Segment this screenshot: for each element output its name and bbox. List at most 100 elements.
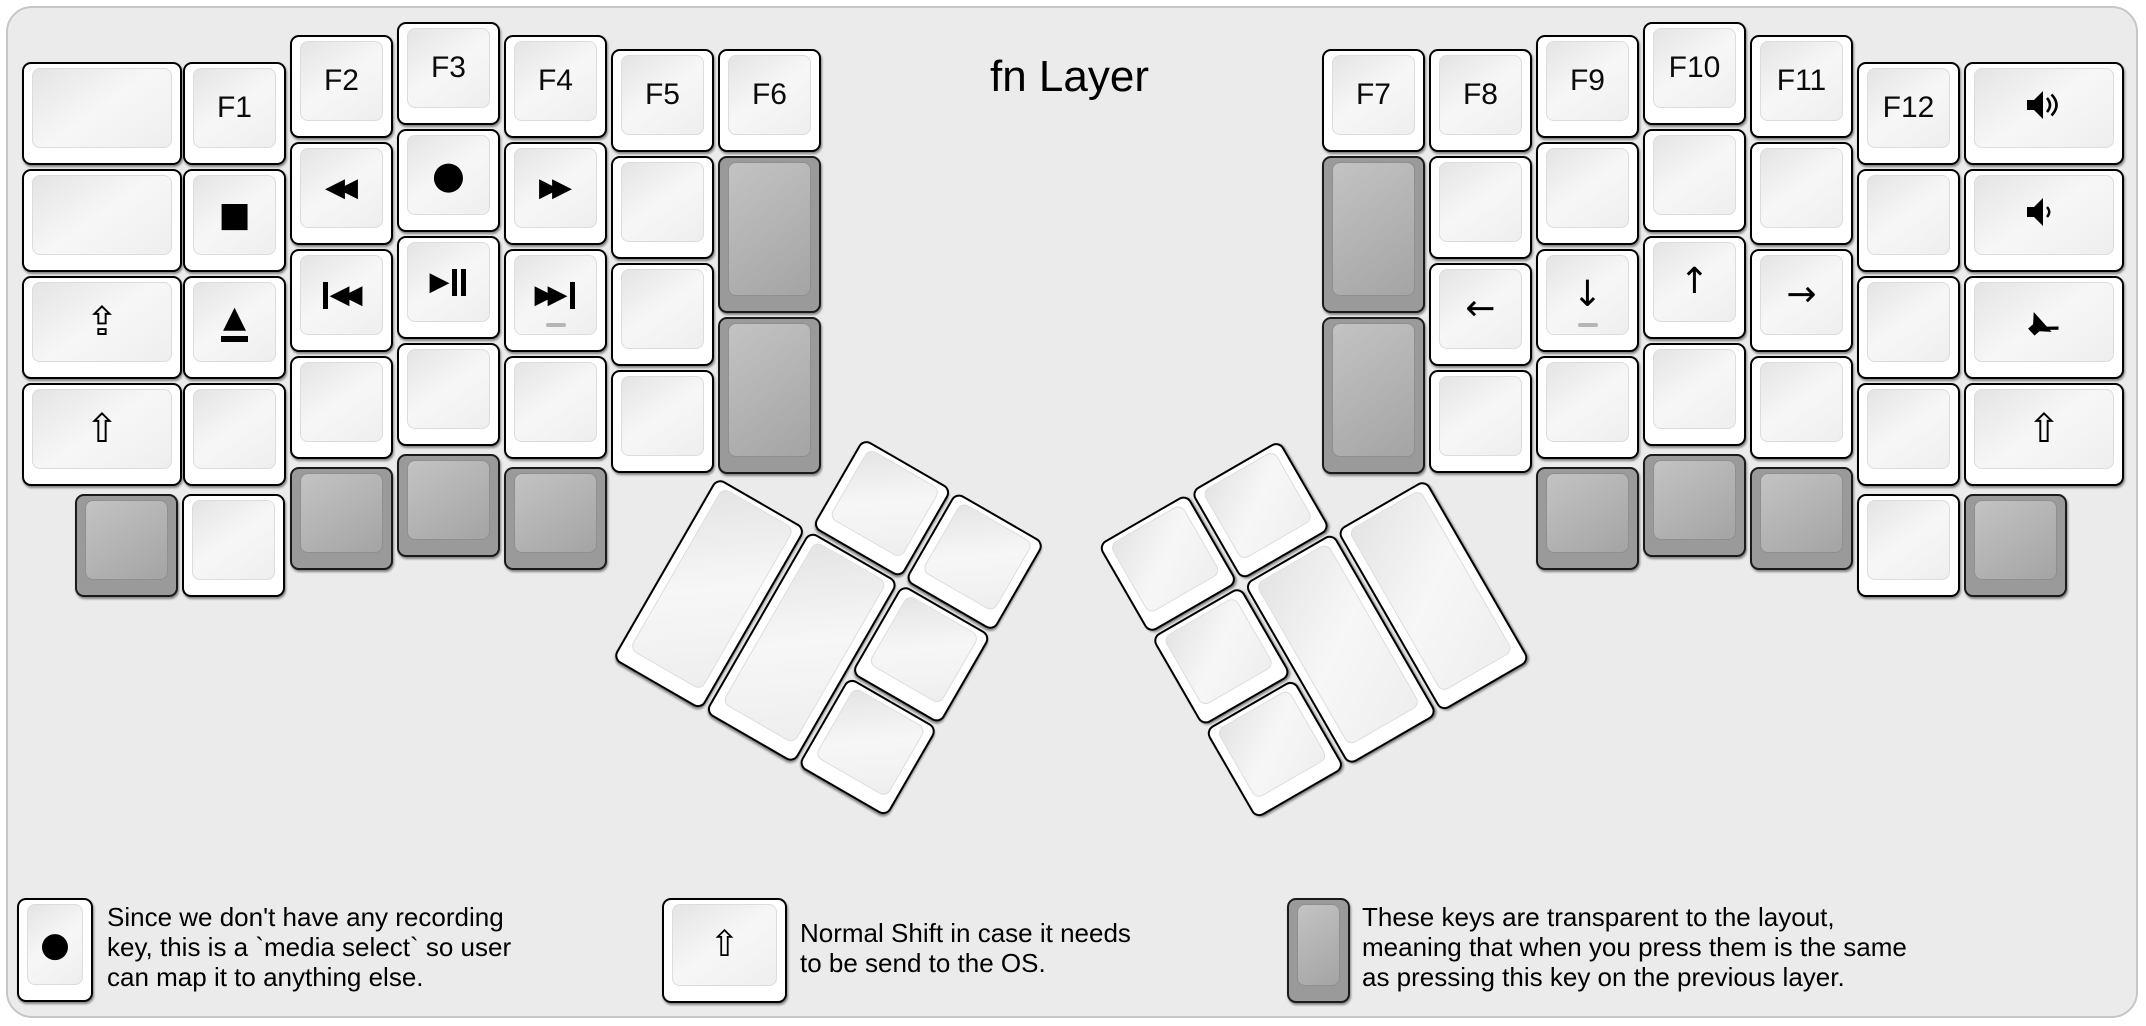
key-blank[interactable] xyxy=(1643,343,1746,446)
key-f4[interactable]: F4 xyxy=(504,35,607,138)
key-transparent[interactable] xyxy=(504,467,607,570)
keycap-top xyxy=(728,162,811,296)
keycap-top xyxy=(1760,362,1843,442)
key-blank[interactable] xyxy=(1857,169,1960,272)
key-blank[interactable] xyxy=(1536,142,1639,245)
key-next-track[interactable]: ▶▶ xyxy=(504,249,607,352)
key-prev-track[interactable]: ◀◀ xyxy=(290,249,393,352)
key-f10[interactable]: F10 xyxy=(1643,22,1746,125)
key-blank[interactable] xyxy=(1857,494,1960,597)
key-blank[interactable] xyxy=(611,156,714,259)
key-shift-right[interactable]: ⇧ xyxy=(1964,383,2124,486)
key-blank[interactable] xyxy=(1857,276,1960,379)
keycap-top xyxy=(1867,282,1950,362)
keycap-top xyxy=(193,389,276,469)
key-blank[interactable] xyxy=(1536,356,1639,459)
keycap-top: ■ xyxy=(193,175,276,255)
keycap-top: ◀◀ xyxy=(300,148,383,228)
key-blank[interactable] xyxy=(504,356,607,459)
key-transparent[interactable] xyxy=(1322,317,1425,474)
key-f1[interactable]: F1 xyxy=(183,62,286,165)
key-volume-down[interactable] xyxy=(1964,169,2124,272)
eject-icon: ▲ xyxy=(221,302,248,342)
keycap-top: F7 xyxy=(1332,55,1415,135)
key-blank[interactable] xyxy=(1750,356,1853,459)
key-blank[interactable] xyxy=(397,343,500,446)
keycap-top: ◀◀ xyxy=(300,255,383,335)
shift-icon: ⇧ xyxy=(709,924,740,965)
key-transparent[interactable] xyxy=(718,317,821,474)
arrow-left-icon: ← xyxy=(1465,288,1496,329)
next-icon: ▶▶ xyxy=(535,281,577,309)
key-capslock[interactable]: ⇪ xyxy=(22,276,182,379)
key-arrow-up[interactable]: ↑ xyxy=(1643,236,1746,339)
keycap-top xyxy=(1760,148,1843,228)
key-blank[interactable] xyxy=(1429,156,1532,259)
key-f2[interactable]: F2 xyxy=(290,35,393,138)
keycap-top: ▶▶ xyxy=(514,255,597,335)
keycap-top xyxy=(514,362,597,442)
key-transparent[interactable] xyxy=(75,494,178,597)
key-blank[interactable] xyxy=(290,356,393,459)
key-play-pause[interactable]: ▶ xyxy=(397,236,500,339)
key-rewind[interactable]: ◀◀ xyxy=(290,142,393,245)
key-stop[interactable]: ■ xyxy=(183,169,286,272)
key-blank[interactable] xyxy=(1750,142,1853,245)
key-blank[interactable] xyxy=(183,383,286,486)
key-blank[interactable] xyxy=(1429,370,1532,473)
record-icon: ● xyxy=(40,924,70,965)
arrow-down-icon: ↓ xyxy=(1572,274,1603,315)
keycap-top xyxy=(1653,135,1736,215)
key-fast-forward[interactable]: ▶▶ xyxy=(504,142,607,245)
layer-title: fn Layer xyxy=(990,52,1149,101)
keycap-top xyxy=(1867,389,1950,469)
legend-text-shift: Normal Shift in case it needs to be send… xyxy=(800,918,1131,978)
key-volume-up[interactable] xyxy=(1964,62,2124,165)
vol-up-icon xyxy=(2023,88,2065,129)
key-mute[interactable] xyxy=(1964,276,2124,379)
key-transparent[interactable] xyxy=(718,156,821,313)
key-blank[interactable] xyxy=(22,169,182,272)
key-media-select[interactable]: ● xyxy=(397,129,500,232)
key-blank[interactable] xyxy=(611,370,714,473)
key-transparent[interactable] xyxy=(1750,467,1853,570)
keycap-top: → xyxy=(1760,255,1843,335)
keycap-top: F11 xyxy=(1760,41,1843,121)
playpause-icon: ▶ xyxy=(430,268,468,296)
key-f9[interactable]: F9 xyxy=(1536,35,1639,138)
key-arrow-right[interactable]: → xyxy=(1750,249,1853,352)
key-arrow-left[interactable]: ← xyxy=(1429,263,1532,366)
key-f6[interactable]: F6 xyxy=(718,49,821,152)
key-f3[interactable]: F3 xyxy=(397,22,500,125)
keycap-top xyxy=(1974,282,2114,362)
keycap-top xyxy=(1867,500,1950,580)
key-transparent[interactable] xyxy=(290,467,393,570)
keycap-top xyxy=(32,175,172,255)
key-arrow-down[interactable]: ↓ xyxy=(1536,249,1639,352)
key-blank[interactable] xyxy=(182,494,285,597)
key-transparent[interactable] xyxy=(1643,454,1746,557)
key-transparent[interactable] xyxy=(1536,467,1639,570)
vol-down-icon xyxy=(2023,195,2065,236)
key-eject[interactable]: ▲ xyxy=(183,276,286,379)
capslock-icon: ⇪ xyxy=(85,299,119,345)
key-transparent[interactable] xyxy=(1964,494,2067,597)
key-blank[interactable] xyxy=(1643,129,1746,232)
key-blank[interactable] xyxy=(1857,383,1960,486)
key-transparent[interactable] xyxy=(397,454,500,557)
key-shift-left[interactable]: ⇧ xyxy=(22,383,182,486)
key-f5[interactable]: F5 xyxy=(611,49,714,152)
keycap-top: ← xyxy=(1439,269,1522,349)
key-f7[interactable]: F7 xyxy=(1322,49,1425,152)
keycap-top: F2 xyxy=(300,41,383,121)
record-icon: ● xyxy=(431,153,466,197)
arrow-right-icon: → xyxy=(1786,274,1817,315)
key-f8[interactable]: F8 xyxy=(1429,49,1532,152)
key-blank[interactable] xyxy=(22,62,182,165)
key-f12[interactable]: F12 xyxy=(1857,62,1960,165)
keycap-top: ● xyxy=(407,135,490,215)
rewind-icon: ◀◀ xyxy=(325,173,358,203)
key-transparent[interactable] xyxy=(1322,156,1425,313)
key-blank[interactable] xyxy=(611,263,714,366)
key-f11[interactable]: F11 xyxy=(1750,35,1853,138)
